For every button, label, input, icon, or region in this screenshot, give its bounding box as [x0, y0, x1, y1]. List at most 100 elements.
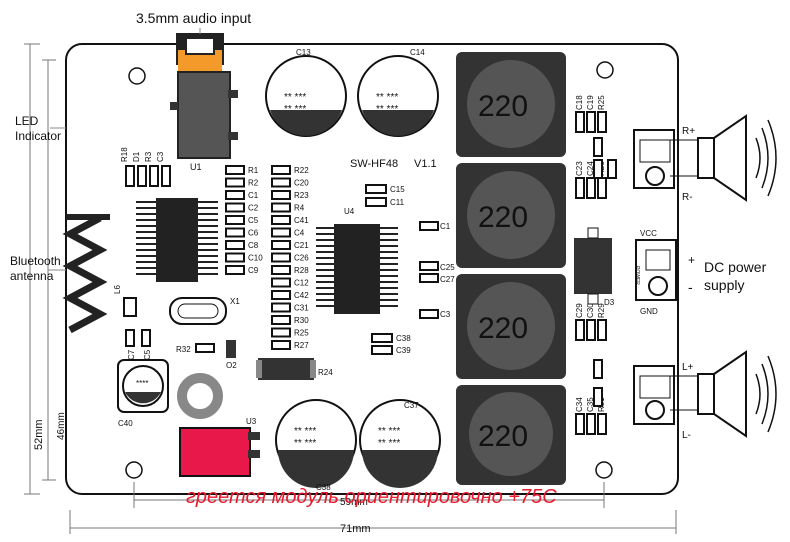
svg-text:R32: R32: [176, 345, 191, 354]
smd-c6: [225, 227, 245, 238]
svg-text:** ***: ** ***: [378, 426, 400, 437]
smd-c20: [271, 177, 291, 188]
inductor-1: 220: [456, 52, 566, 157]
speaker-right-icon: [697, 114, 777, 202]
regulator-u3: [179, 427, 260, 477]
smd-c5: [225, 215, 245, 225]
label-r22: R22: [294, 166, 309, 175]
capacitor-c38: ** *** ** ***: [275, 399, 357, 488]
board-model: SW-HF48: [350, 158, 398, 170]
capacitor-c13: ** *** ** ***: [265, 55, 347, 137]
label-power: POWER: [634, 266, 640, 285]
smd-c2: [225, 202, 245, 213]
label-gnd: GND: [640, 307, 658, 316]
transistor-o2: [226, 340, 236, 358]
smd-c1: [225, 190, 245, 200]
label-c29: C29: [575, 303, 584, 318]
label-c4: C4: [294, 229, 305, 238]
svg-text:C11: C11: [390, 198, 405, 207]
svg-text:** ***: ** ***: [284, 104, 306, 115]
smd-c8: [225, 240, 245, 250]
smd-r26: [597, 177, 607, 199]
antenna-bar: [66, 214, 110, 220]
label-c19: C19: [586, 95, 595, 110]
label-c30: C30: [586, 303, 595, 318]
svg-text:** ***: ** ***: [284, 92, 306, 103]
label-plus: +: [688, 253, 695, 267]
smd-r30: [271, 315, 291, 325]
label-c18: C18: [575, 95, 584, 110]
smd-c33: [593, 359, 603, 379]
svg-text:C3: C3: [440, 310, 451, 319]
crystal-x1: X1: [169, 297, 240, 325]
svg-text:C39: C39: [396, 346, 411, 355]
smd-r29: [597, 319, 607, 341]
svg-text:R18: R18: [120, 147, 129, 162]
svg-text:** ***: ** ***: [376, 104, 398, 115]
smd-c31: [271, 302, 291, 313]
label-r30: R30: [294, 316, 309, 325]
label-c35: C35: [586, 397, 595, 412]
label-c21: C21: [294, 241, 309, 250]
label-audio-input: 3.5mm audio input: [136, 10, 252, 26]
smd-misc: C15 C11 C1 C25 C27 C3 C38 C39 R32 C7 C5: [125, 184, 455, 360]
svg-text:X1: X1: [230, 297, 240, 306]
smd-c18: [575, 111, 585, 133]
label-vcc: VCC: [640, 229, 657, 238]
smd-r1: [225, 165, 245, 175]
smd-c9: [225, 265, 245, 275]
label-c20: C20: [294, 179, 309, 188]
smd-r27: [271, 340, 291, 350]
svg-text:C27: C27: [440, 275, 455, 284]
label-c31: C31: [294, 304, 309, 313]
dimension-lines: [24, 43, 677, 534]
svg-text:** ***: ** ***: [378, 438, 400, 449]
label-r2: R2: [248, 179, 259, 188]
mount-hole: [128, 67, 146, 85]
svg-text:****: ****: [136, 379, 148, 388]
inductor-3: 220: [456, 274, 566, 379]
label-c40: C40: [118, 419, 133, 428]
smd-r26: [607, 159, 617, 179]
inductor-value: 220: [478, 312, 528, 345]
svg-text:R3: R3: [144, 151, 153, 162]
label-c2: C2: [248, 204, 259, 213]
inductor-l6: [123, 297, 137, 317]
label-minus: -: [688, 279, 693, 295]
ring-pad: [177, 373, 223, 419]
inductor-4: 220: [456, 385, 566, 485]
label-c34: C34: [575, 397, 584, 412]
label-bluetooth-antenna: Bluetooth antenna: [10, 254, 61, 283]
smd-right-column: C18C19R25C23C24R26C29C30R29C34C35R31: [575, 95, 617, 435]
board-version: V1.1: [414, 158, 437, 170]
smd-c30: [586, 319, 596, 341]
mount-hole: [596, 61, 614, 79]
label-c26: C26: [294, 254, 309, 263]
smd-r25: [597, 111, 607, 133]
smd-r23: [271, 190, 291, 200]
svg-text:C38: C38: [396, 334, 411, 343]
label-c5: C5: [248, 216, 259, 225]
inductor-value: 220: [478, 420, 528, 453]
svg-text:D1: D1: [132, 151, 141, 162]
smd-mid-column: R22C20R23R4C41C4C21C26R28C12C42C31R30R25…: [271, 165, 309, 350]
label-r28: R28: [294, 266, 309, 275]
smd-c41: [271, 215, 291, 225]
smd-c10: [225, 252, 245, 263]
smd-c4: [271, 227, 291, 238]
smd-top-cluster: R18 D1 R3 C3: [120, 147, 171, 187]
smd-c34: [575, 413, 585, 435]
label-r25: R25: [597, 95, 606, 110]
label-c13: C13: [296, 48, 311, 57]
label-c41: C41: [294, 216, 309, 225]
label-dc-power: DC power supply: [704, 259, 767, 293]
ic-u4: [316, 224, 398, 314]
label-c8: C8: [248, 241, 259, 250]
dim-width: 71mm: [340, 523, 371, 535]
smd-c24: [586, 177, 596, 199]
inductor-value: 220: [478, 201, 528, 234]
label-c9: C9: [248, 266, 259, 275]
smd-r31: [597, 413, 607, 435]
